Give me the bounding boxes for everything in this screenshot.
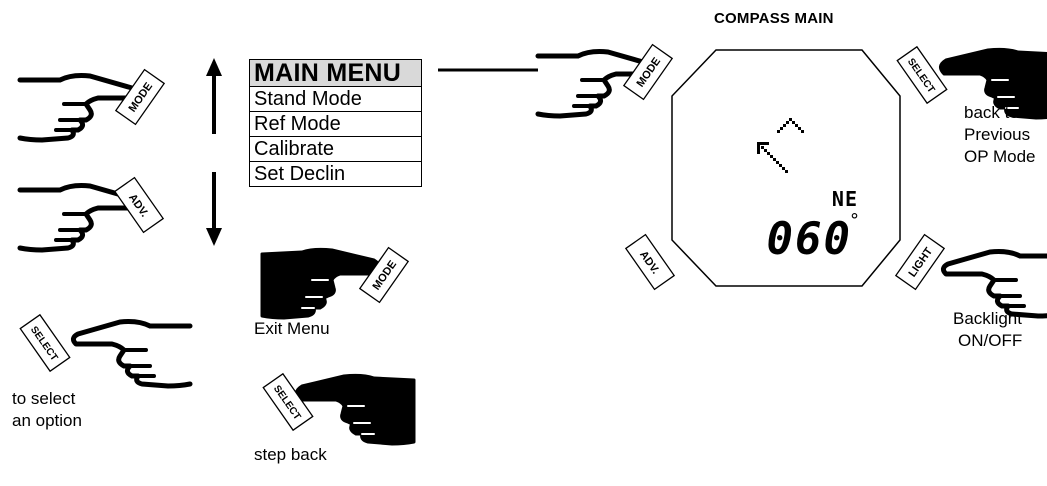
light-button-watch[interactable]: LIGHT — [894, 233, 946, 291]
down-arrow-icon — [206, 172, 222, 246]
heading-arrow-icon — [757, 142, 788, 173]
menu-item-set-declin[interactable]: Set Declin — [250, 161, 421, 186]
exit-menu-label: Exit Menu — [254, 319, 330, 338]
select-button-step-back[interactable]: SELECT — [262, 372, 314, 432]
back-label-line2: Previous — [964, 125, 1031, 144]
direction-readout: NE — [832, 187, 858, 211]
adv-button-watch[interactable]: ADV. — [624, 233, 676, 291]
step-back-label: step back — [254, 445, 327, 464]
exit-menu-hand-icon — [260, 247, 382, 320]
degree-symbol: ° — [850, 210, 859, 231]
select-hand-icon — [73, 322, 190, 387]
back-label-line3: OP Mode — [964, 147, 1036, 166]
main-menu: MAIN MENU Stand Mode Ref Mode Calibrate … — [249, 59, 422, 187]
up-arrow-icon — [206, 58, 222, 134]
main-menu-header: MAIN MENU — [250, 60, 421, 87]
backlight-label-line2: ON/OFF — [958, 331, 1023, 350]
watch-body — [671, 49, 901, 287]
select-option-label-line1: to select — [12, 389, 76, 408]
select-option-label-line2: an option — [12, 411, 82, 430]
north-pointer-icon — [777, 118, 804, 133]
select-button-left[interactable]: SELECT — [19, 313, 71, 373]
step-back-hand-icon — [294, 373, 416, 446]
back-label-line1: back to — [964, 103, 1019, 122]
select-button-watch[interactable]: SELECT — [896, 45, 948, 105]
backlight-hand-icon — [943, 252, 1047, 317]
heading-readout: 060 — [767, 214, 852, 265]
page-title: COMPASS MAIN — [714, 10, 834, 27]
menu-item-stand-mode[interactable]: Stand Mode — [250, 86, 421, 111]
menu-item-calibrate[interactable]: Calibrate — [250, 136, 421, 161]
backlight-label-line1: Backlight — [953, 309, 1022, 328]
menu-item-ref-mode[interactable]: Ref Mode — [250, 111, 421, 136]
